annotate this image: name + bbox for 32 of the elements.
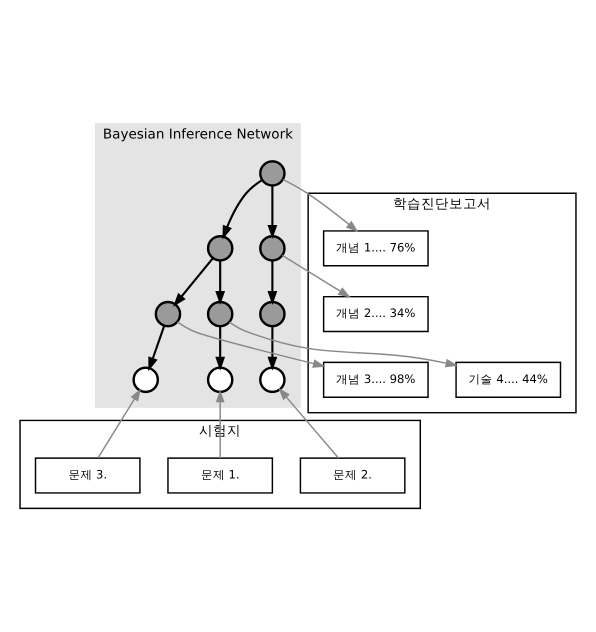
- arrow: [148, 326, 166, 372]
- node-circle: [259, 160, 286, 187]
- arrow: [173, 258, 214, 307]
- arrow: [278, 388, 340, 459]
- arrow: [268, 186, 278, 239]
- node-circle: [206, 235, 234, 262]
- arrow: [222, 179, 263, 240]
- arrow: [215, 260, 226, 305]
- node-circle: [259, 366, 286, 394]
- node-box: 기술 4.... 44%: [455, 362, 562, 398]
- node-box: 개념 1.... 76%: [322, 230, 429, 266]
- node-circle: [206, 366, 234, 394]
- node-box: 개념 3.... 98%: [322, 362, 429, 398]
- node-box: 문제 2.: [300, 457, 406, 494]
- arrow: [268, 260, 278, 305]
- arrow: [97, 388, 141, 458]
- node-box: 개념 2.... 34%: [322, 296, 429, 332]
- node-circle: [259, 300, 286, 328]
- arrow: [176, 321, 326, 368]
- arrow: [215, 326, 226, 371]
- arrow: [228, 322, 458, 368]
- cluster: Bayesian Inference Network: [94, 123, 301, 408]
- arrow: [216, 390, 225, 458]
- node-circle: [259, 235, 286, 262]
- node-circle: [154, 300, 182, 328]
- node-circle: [206, 300, 234, 328]
- node-circle: [132, 366, 160, 394]
- arrow: [282, 178, 358, 232]
- node-box: 문제 3.: [34, 457, 141, 494]
- node-box: 문제 1.: [167, 457, 274, 494]
- arrow: [268, 326, 278, 371]
- arrow: [282, 254, 351, 298]
